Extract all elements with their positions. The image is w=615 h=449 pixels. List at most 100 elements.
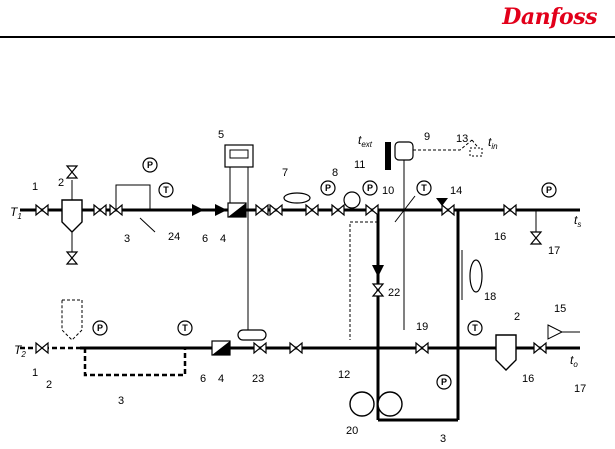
valve-f [331, 204, 345, 216]
pressure-gauge-5 [92, 320, 108, 336]
label-T1: T1 [10, 205, 22, 221]
control-valve-6 [215, 204, 227, 216]
callout: 17 [548, 245, 560, 257]
callout: 9 [424, 131, 430, 143]
valve-22 [372, 283, 384, 297]
callout: 19 [416, 321, 428, 333]
heat-exchanger-10 [394, 195, 416, 223]
drain-valve [66, 251, 78, 265]
callout: 7 [282, 167, 288, 179]
pump-20a [349, 391, 375, 417]
callout: 8 [332, 167, 338, 179]
label-tin: tin [488, 135, 498, 151]
pump-8 [343, 191, 361, 209]
tin-sensor-13 [469, 147, 483, 157]
return-filter-dashed [83, 348, 187, 377]
valve-a [93, 204, 107, 216]
callout: 16 [522, 373, 534, 385]
callout: 18 [484, 291, 496, 303]
arrow [436, 198, 448, 206]
pressure-gauge-2 [320, 180, 336, 196]
controller-9 [394, 141, 414, 161]
filter-2-hot [495, 334, 517, 371]
valve-14 [441, 204, 455, 216]
callout: 13 [456, 133, 468, 145]
gauge-label: P [367, 183, 373, 193]
callout: 12 [338, 369, 350, 381]
valve-23 [253, 342, 267, 354]
pressure-gauge-1 [142, 157, 158, 173]
pressure-gauge-3 [362, 180, 378, 196]
callout: 1 [32, 181, 38, 193]
dashed-control [349, 221, 378, 340]
pump-20b [377, 391, 403, 417]
callout: 10 [382, 185, 394, 197]
callout: 2 [58, 177, 64, 189]
check-valve-22 [372, 265, 384, 277]
pressure-gauge-4 [541, 182, 557, 198]
label-text: text [358, 133, 373, 149]
valve-4r-fill [212, 341, 230, 355]
callout: 2 [514, 311, 520, 323]
flow-meter-7 [283, 192, 311, 204]
gauge-label: P [325, 183, 331, 193]
callout: 16 [494, 231, 506, 243]
callout: 24 [168, 231, 180, 243]
callout: 6 [202, 233, 208, 245]
callout: 15 [554, 303, 566, 315]
callout: 3 [118, 395, 124, 407]
label-T2: T2 [14, 343, 26, 359]
callout: 23 [252, 373, 264, 385]
valve-e [305, 204, 319, 216]
bypass-line [115, 184, 151, 210]
valve-d [269, 204, 283, 216]
callout: 3 [124, 233, 130, 245]
gauge-label: T [163, 185, 169, 195]
vent-valve [66, 165, 78, 179]
gauge-label: T [421, 183, 427, 193]
callout: 14 [450, 185, 462, 197]
callout: 11 [354, 159, 365, 171]
gauge-label: P [546, 185, 552, 195]
strainer-3 [139, 217, 156, 233]
safety-valve-15 [547, 324, 564, 340]
valve-19 [415, 342, 429, 354]
callout: 2 [46, 379, 52, 391]
callout: 4 [218, 373, 224, 385]
valve-16-return [533, 342, 547, 354]
valve-1 [35, 204, 49, 216]
filter-2-return [61, 299, 83, 341]
callout: 22 [388, 287, 400, 299]
valve-17 [530, 231, 542, 245]
check-valve-24 [192, 204, 204, 216]
temp-gauge-2 [416, 180, 432, 196]
callout: 5 [218, 129, 224, 141]
callout: 6 [200, 373, 206, 385]
gauge-label: T [472, 323, 478, 333]
temp-gauge-4 [467, 320, 483, 336]
header-rule [0, 36, 615, 38]
mud-filter-2 [61, 199, 83, 233]
valve-c [255, 204, 269, 216]
temp-gauge-3 [177, 320, 193, 336]
callout: 4 [220, 233, 226, 245]
callout: 1 [32, 367, 38, 379]
valve-g [365, 204, 379, 216]
valve-4-fill [228, 203, 246, 217]
danfoss-logo: Danfoss [502, 4, 597, 30]
gauge-label: P [97, 323, 103, 333]
callout: 17 [574, 383, 586, 395]
gauge-label: P [441, 377, 447, 387]
gauge-label: P [147, 160, 153, 170]
meter-23 [237, 329, 267, 341]
outdoor-sensor-11 [385, 142, 391, 170]
temp-gauge-1 [158, 182, 174, 198]
valve-1-return [35, 342, 49, 354]
valve-16 [503, 204, 517, 216]
callout: 20 [346, 425, 358, 437]
callout: 3 [440, 433, 446, 445]
label-to: to [570, 353, 578, 369]
controller-display [229, 149, 249, 159]
